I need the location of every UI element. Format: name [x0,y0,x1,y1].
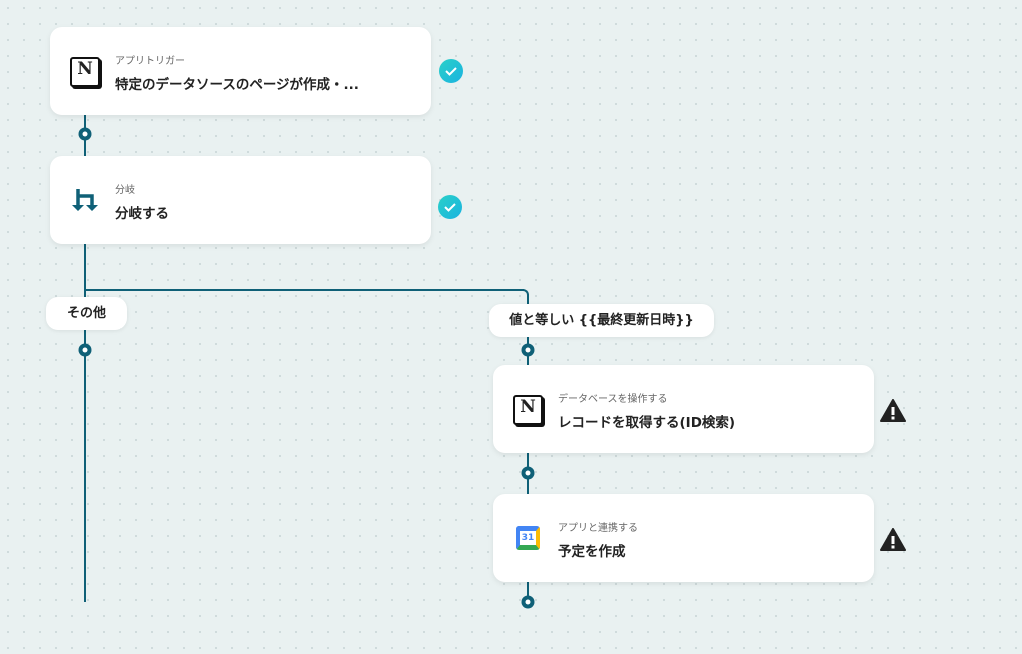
branch-label-other[interactable]: その他 [46,297,127,330]
notion-icon: N [513,395,543,425]
step-title: レコードを取得する(ID検索) [558,415,736,431]
step-title: 特定のデータソースのページが作成・... [115,77,359,93]
add-step-node[interactable] [521,466,535,480]
success-check-icon [439,59,463,83]
branch-icon [70,186,100,216]
add-step-node[interactable] [78,343,92,357]
add-step-node[interactable] [521,595,535,609]
add-step-node[interactable] [521,343,535,357]
success-check-icon [438,195,462,219]
step-title: 分岐する [115,206,169,222]
warning-icon [880,528,906,556]
notion-icon: N [70,57,100,87]
branch-label-condition[interactable]: 値と等しい {{最終更新日時}} [489,304,714,337]
warning-icon [880,399,906,427]
google-calendar-icon: 31 [516,526,540,550]
step-card-branch[interactable]: 分岐 分岐する [50,156,431,244]
step-subtitle: 分岐 [115,185,135,196]
step-card-get-record[interactable]: N データベースを操作する レコードを取得する(ID検索) [493,365,874,453]
connector-line [84,114,86,602]
branch-line [84,289,524,291]
step-card-trigger[interactable]: N アプリトリガー 特定のデータソースのページが作成・... [50,27,431,115]
step-title: 予定を作成 [558,544,626,560]
step-subtitle: アプリと連携する [558,523,638,534]
step-subtitle: データベースを操作する [558,394,668,405]
branch-line-corner [520,289,529,298]
step-subtitle: アプリトリガー [115,56,185,67]
step-card-create-event[interactable]: 31 アプリと連携する 予定を作成 [493,494,874,582]
add-step-node[interactable] [78,127,92,141]
